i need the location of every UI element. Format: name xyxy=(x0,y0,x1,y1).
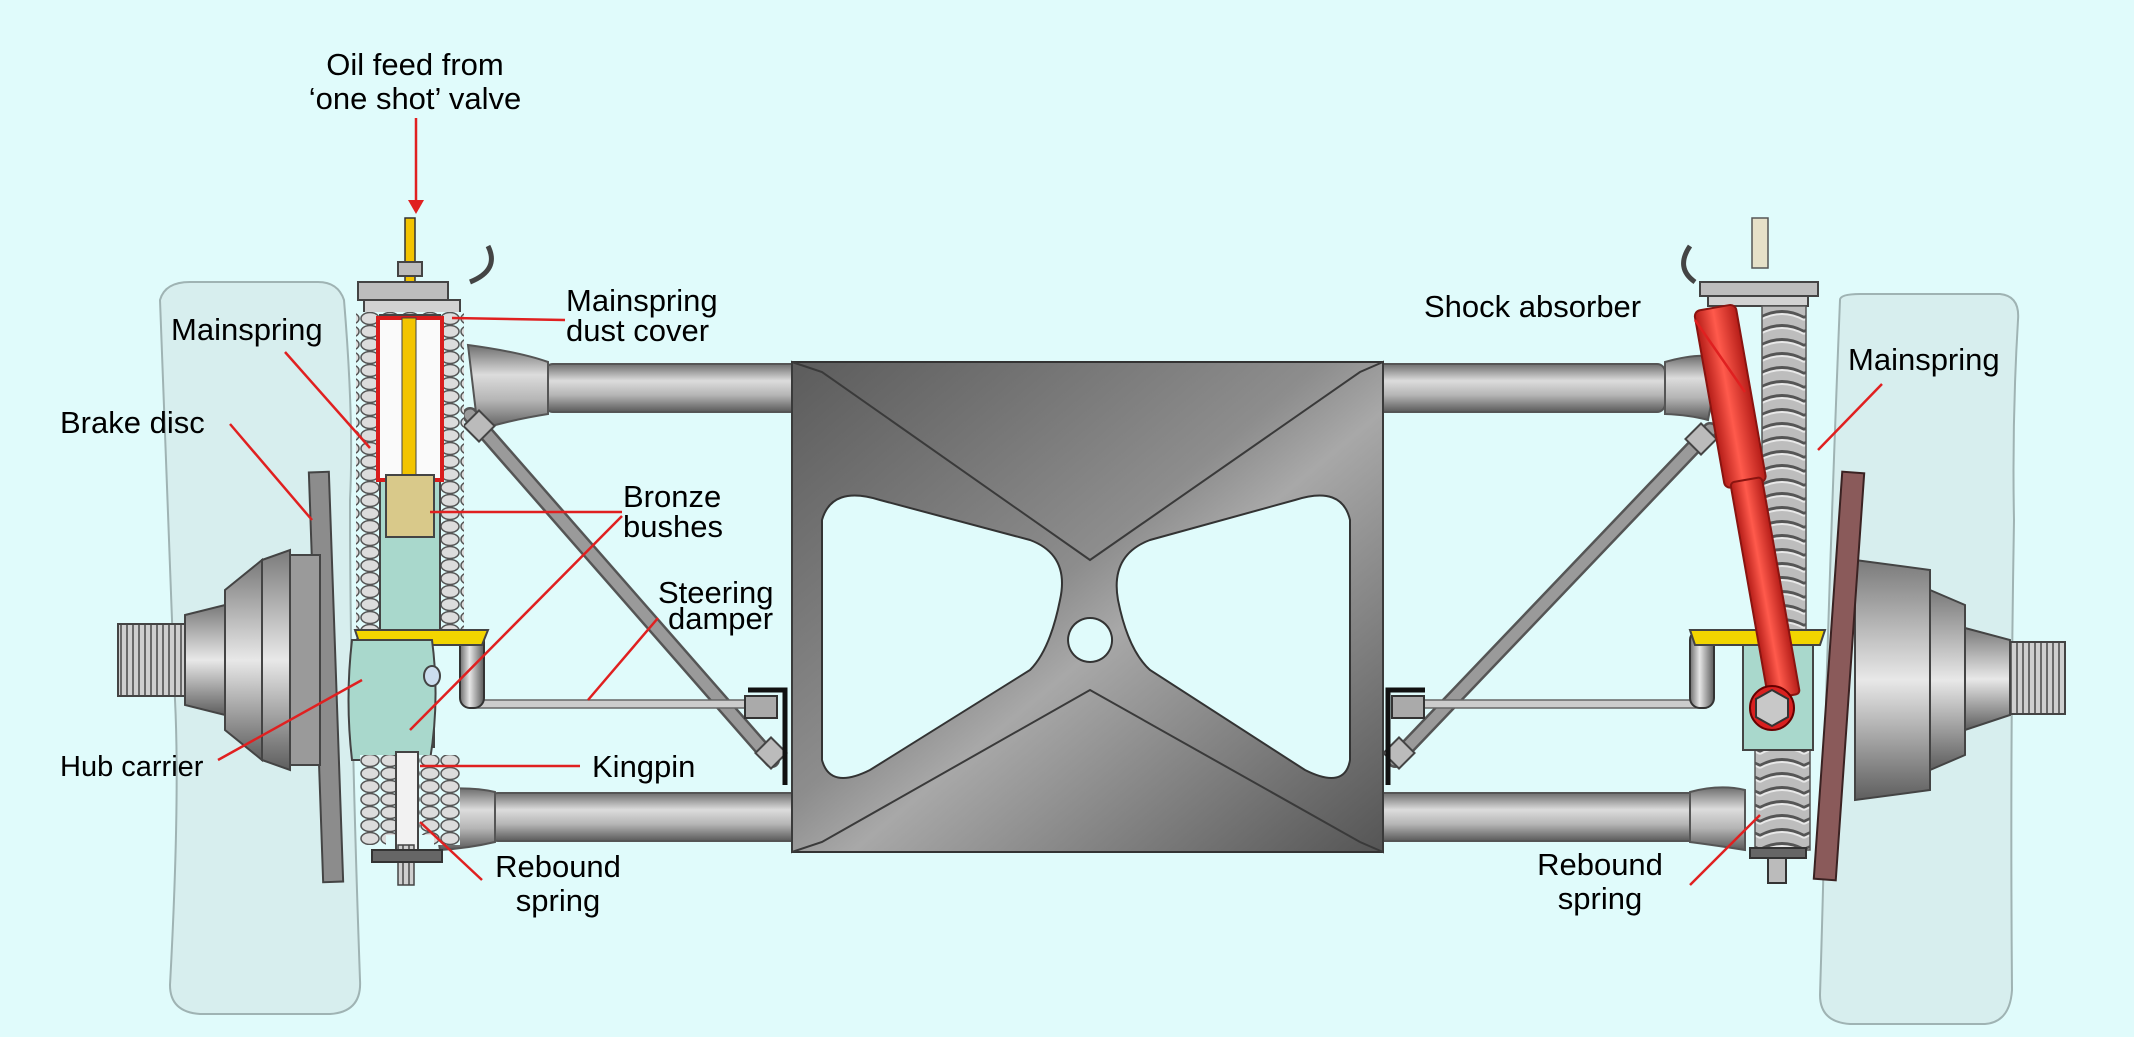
rebound-spring-right-leader xyxy=(1689,814,1761,886)
label-mainspring-left: Mainspring xyxy=(171,312,323,347)
dust-cover-leader xyxy=(451,316,566,322)
steering-damper-leader xyxy=(587,617,659,701)
rebound-spring-left-leader xyxy=(419,821,483,881)
right-shock-absorber-assembly xyxy=(1681,217,1827,884)
oil-feed-arrow xyxy=(408,200,424,214)
right-hub xyxy=(1812,470,2066,882)
shock-absorber-leader xyxy=(1693,319,1747,393)
mainspring-right-leader xyxy=(1817,383,1883,451)
hub-carrier-leader xyxy=(217,678,363,762)
label-hub-carrier: Hub carrier xyxy=(60,751,204,783)
center-frame xyxy=(791,360,1384,854)
bronze-bushes-leader-b xyxy=(409,515,623,731)
label-oil-feed: Oil feed from‘one shot’ valve xyxy=(308,47,522,116)
label-shock-absorber: Shock absorber xyxy=(1424,289,1642,324)
left-hub xyxy=(117,470,345,884)
left-kingpin-assembly xyxy=(347,217,494,886)
leader-lines xyxy=(217,118,1883,886)
brake-disc-leader xyxy=(229,423,313,521)
mainspring-left-leader xyxy=(284,351,371,449)
label-kingpin: Kingpin xyxy=(592,749,696,784)
label-brake-disc: Brake disc xyxy=(60,405,205,440)
label-mainspring-right: Mainspring xyxy=(1848,342,2000,377)
